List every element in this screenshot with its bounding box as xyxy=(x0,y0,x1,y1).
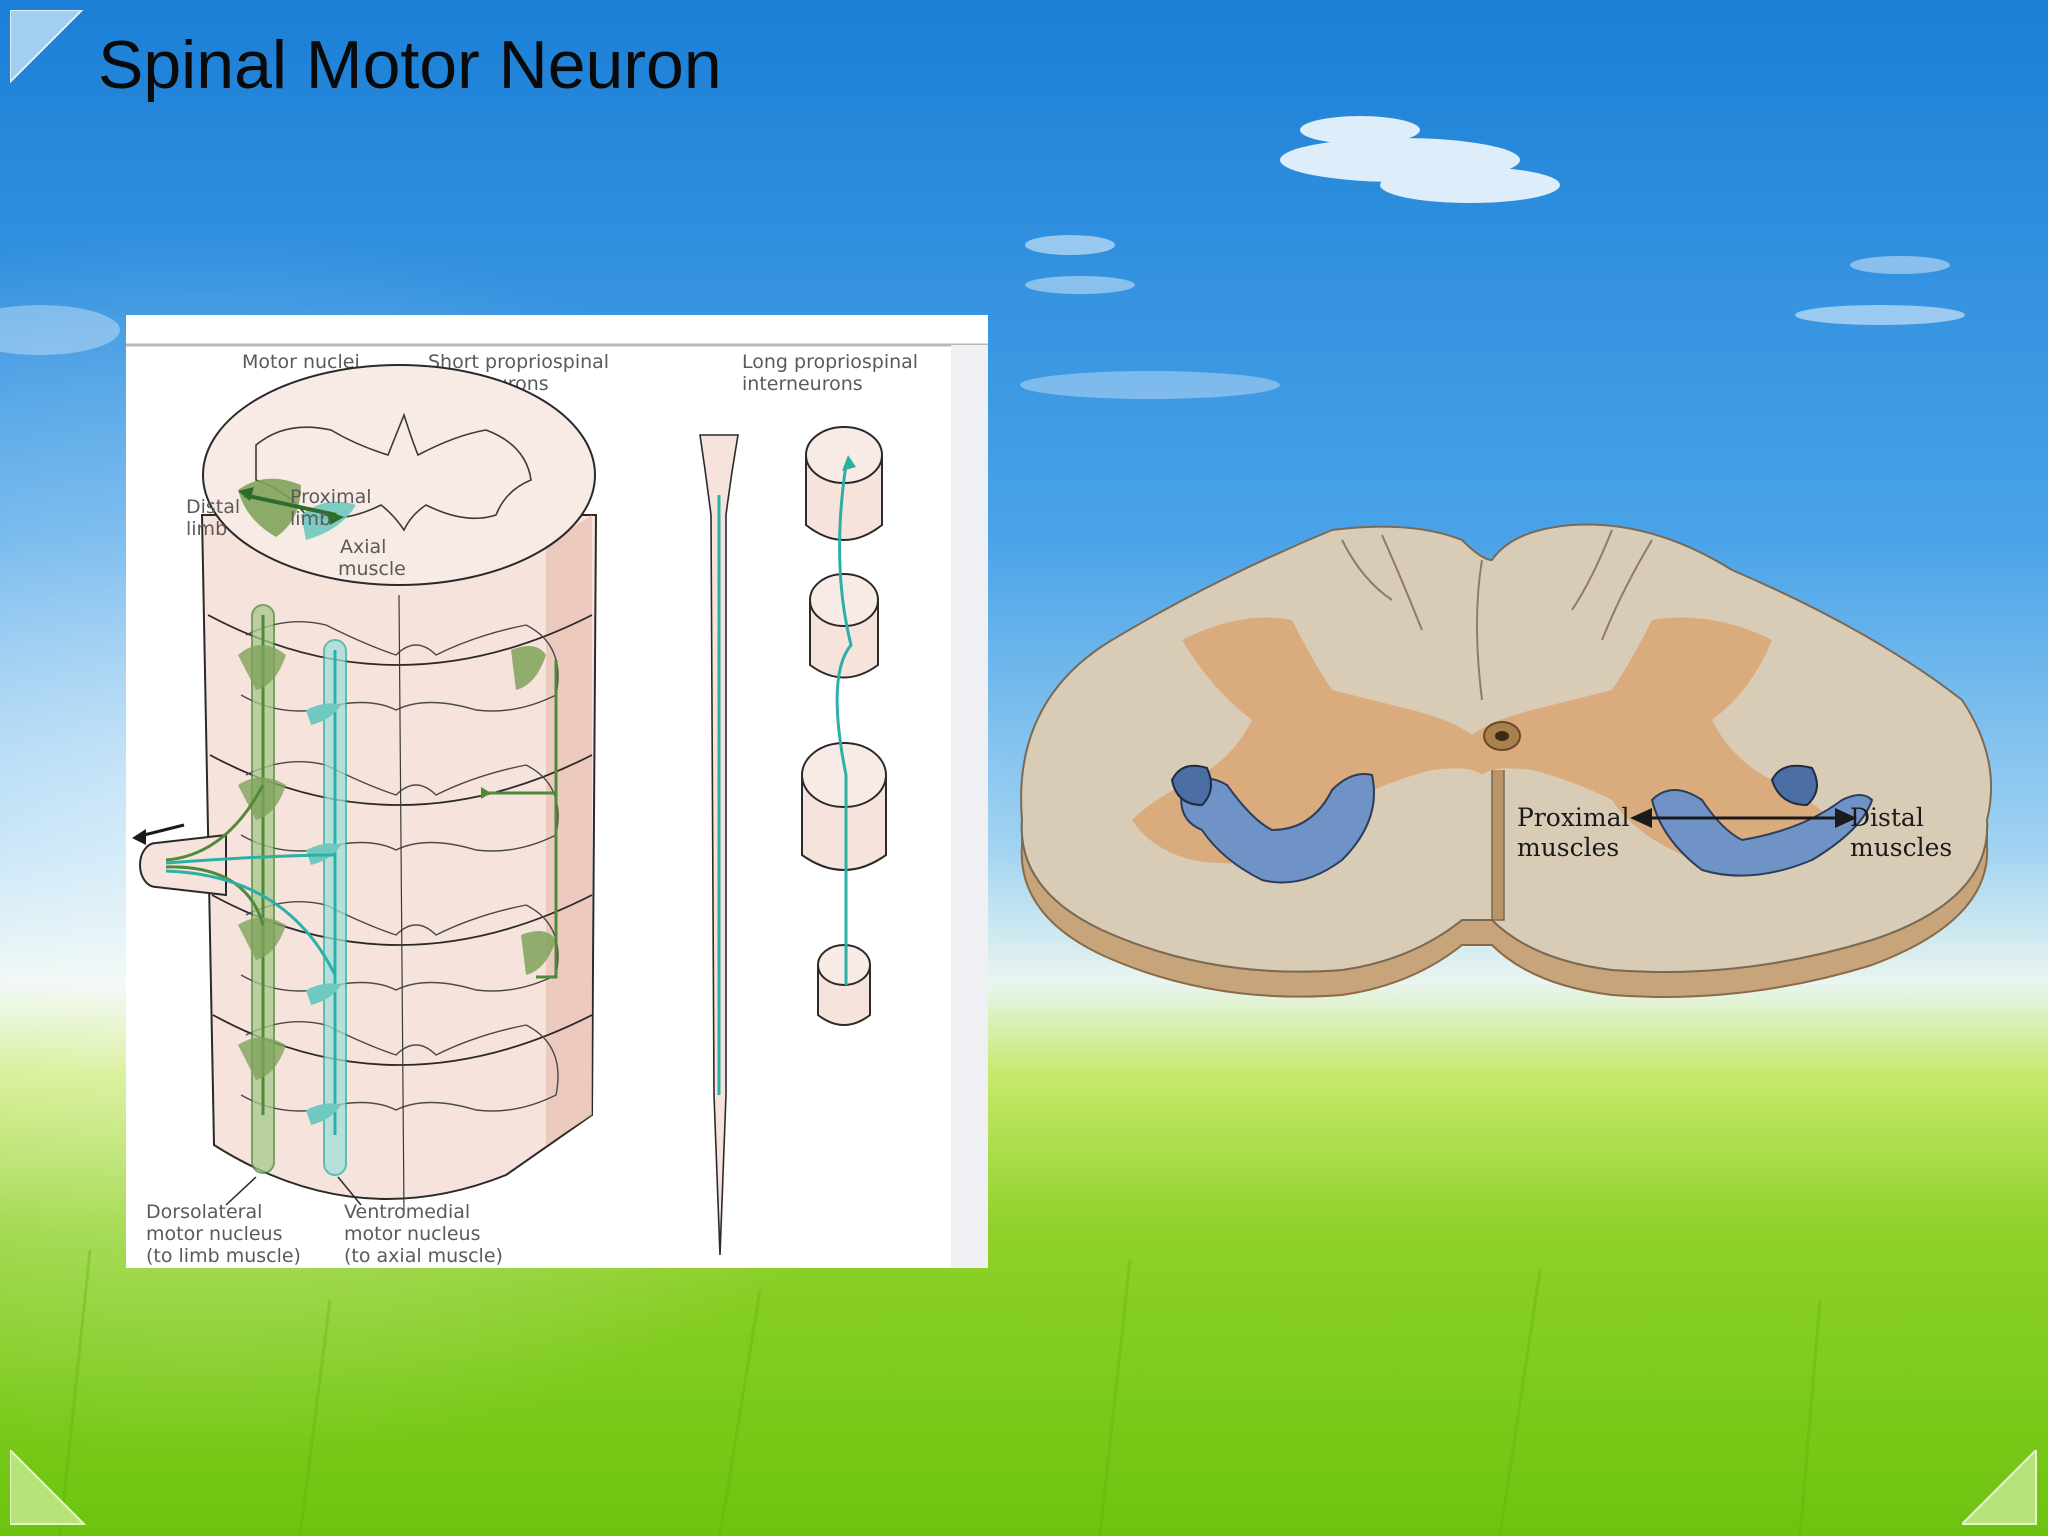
label-ventromedial-line3: (to axial muscle) xyxy=(344,1245,503,1267)
label-distal-line2: limb xyxy=(186,518,227,540)
right-arm-illustration xyxy=(1650,764,1874,877)
header-long-line1: Long propriospinal xyxy=(742,351,918,373)
dorsal-sulci xyxy=(1341,529,1653,701)
corner-triangle-top-left xyxy=(10,10,84,84)
left-arm-illustration xyxy=(1170,764,1375,884)
header-motor-nuclei: Motor nuclei xyxy=(242,351,360,373)
ventromedial-nucleus-column xyxy=(306,639,347,1176)
spinal-cord-cross-section: Proximal muscles Distal muscles xyxy=(1020,523,1993,998)
slide-title: Spinal Motor Neuron xyxy=(98,27,722,103)
label-dorsolateral-line2: motor nucleus xyxy=(146,1223,283,1245)
cord-segments xyxy=(801,426,887,1026)
clouds xyxy=(0,116,1965,399)
header-long-line2: interneurons xyxy=(742,373,863,395)
label-distal-line1: Distal xyxy=(186,496,240,518)
corner-triangle-bottom-right xyxy=(1962,1450,2037,1525)
motor-nuclei-diagram: Motor nuclei Short propriospinal interne… xyxy=(126,315,988,1268)
label-axial-line1: Axial xyxy=(340,536,386,558)
label-ventromedial-line1: Ventromedial xyxy=(344,1201,470,1223)
proximal-distal-arrow xyxy=(1630,808,1857,828)
label-axial-line2: muscle xyxy=(338,558,406,580)
top-nuclei xyxy=(238,478,356,540)
label-proximal-line2: limb xyxy=(290,508,331,530)
label-ventromedial-line2: motor nucleus xyxy=(344,1223,481,1245)
grass-texture xyxy=(58,1249,1822,1536)
spinal-cord-cylinder xyxy=(200,364,598,1216)
label-proximal-line2: muscles xyxy=(1517,833,1619,862)
label-proximal-line1: Proximal xyxy=(290,486,372,508)
header-short-line1: Short propriospinal xyxy=(428,351,609,373)
label-proximal-line1: Proximal xyxy=(1517,803,1630,832)
tapered-cord xyxy=(699,434,739,1256)
short-propriospinal-pathway xyxy=(481,646,558,979)
label-distal-line2: muscles xyxy=(1850,833,1952,862)
label-dorsolateral-line1: Dorsolateral xyxy=(146,1201,262,1223)
ventral-root xyxy=(132,784,337,976)
label-distal-line1: Distal xyxy=(1850,803,1924,832)
corner-triangle-bottom-left xyxy=(10,1450,86,1525)
label-dorsolateral-line3: (to limb muscle) xyxy=(146,1245,301,1267)
